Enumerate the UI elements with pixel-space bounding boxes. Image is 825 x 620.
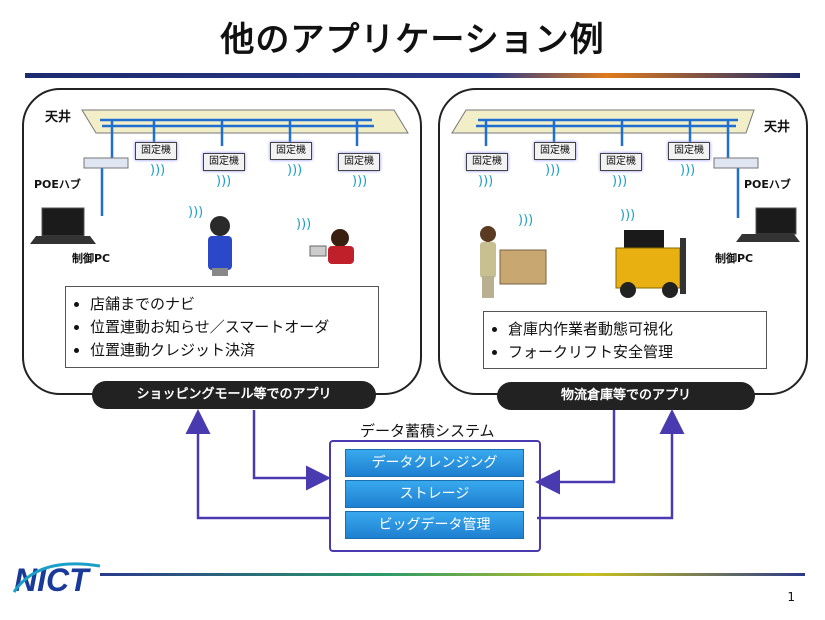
left-caption: ショッピングモール等でのアプリ [92,381,376,409]
wifi-icon: ))) [680,163,696,178]
right-network-diagram [451,109,800,298]
left-ceiling-label: 天井 [45,110,72,125]
right-bullet-list: 倉庫内作業者動態可視化 フォークリフト安全管理 [483,311,767,369]
wifi-icon: ))) [612,174,628,189]
left-pc-keyboard [30,236,96,244]
right-fixed-unit-4: 固定機 [668,142,710,160]
right-fixed-unit-1: 固定機 [466,153,508,171]
title-underline [25,73,800,78]
right-network-cables [476,118,740,218]
right-fixed-unit-2: 固定機 [534,142,576,160]
arrow-storage-to-right [537,409,685,520]
right-fixed-unit-3: 固定機 [600,153,642,171]
wifi-icon: ))) [352,174,368,189]
right-ceiling-label: 天井 [764,120,791,135]
wifi-icon: ))) [287,163,303,178]
list-item: 店舗までのナビ [90,293,372,314]
left-hub-label: POEハブ [34,178,81,191]
wifi-icon: ))) [296,217,312,232]
left-poe-hub [83,157,129,169]
page-number: 1 [787,590,795,604]
arrow-storage-to-left [185,409,329,520]
left-network-diagram [30,109,409,276]
right-forklift-figure [615,230,686,298]
left-pc-label: 制御PC [72,252,111,265]
storage-item-cleansing: データクレンジング [345,449,524,477]
nict-logo-swoosh [12,562,101,593]
footer-line [100,573,805,576]
left-fixed-unit-4: 固定機 [338,153,380,171]
right-pc-keyboard [736,234,800,242]
list-item: 倉庫内作業者動態可視化 [508,318,760,339]
wifi-icon: ))) [216,174,232,189]
arrow-right-to-storage [535,410,616,495]
right-worker-figure [480,226,547,298]
left-network-cables [100,118,374,216]
left-fixed-unit-3: 固定機 [270,142,312,160]
left-bullet-list: 店舗までのナビ 位置連動お知らせ／スマートオーダ 位置連動クレジット決済 [65,286,379,368]
list-item: フォークリフト安全管理 [508,341,760,362]
left-shopper-figure [208,216,232,276]
page-title: 他のアプリケーション例 [220,20,605,60]
right-hub-label: POEハブ [744,178,791,191]
storage-item-bigdata: ビッグデータ管理 [345,511,524,539]
left-pc-screen [41,207,85,237]
wifi-icon: ))) [518,213,534,228]
left-fixed-unit-1: 固定機 [135,142,177,160]
wifi-icon: ))) [620,208,636,223]
wifi-icon: ))) [150,163,166,178]
storage-title: データ蓄積システム [360,422,495,440]
wifi-icon: ))) [545,163,561,178]
arrow-left-to-storage [252,410,331,491]
list-item: 位置連動お知らせ／スマートオーダ [90,316,372,337]
left-tablet-user-figure [309,229,354,264]
storage-item-storage: ストレージ [345,480,524,508]
list-item: 位置連動クレジット決済 [90,339,372,360]
right-poe-hub [713,157,759,169]
right-pc-screen [755,207,797,235]
wifi-icon: ))) [478,174,494,189]
right-pc-label: 制御PC [715,252,754,265]
right-caption: 物流倉庫等でのアプリ [497,382,755,410]
left-fixed-unit-2: 固定機 [203,153,245,171]
wifi-icon: ))) [188,205,204,220]
